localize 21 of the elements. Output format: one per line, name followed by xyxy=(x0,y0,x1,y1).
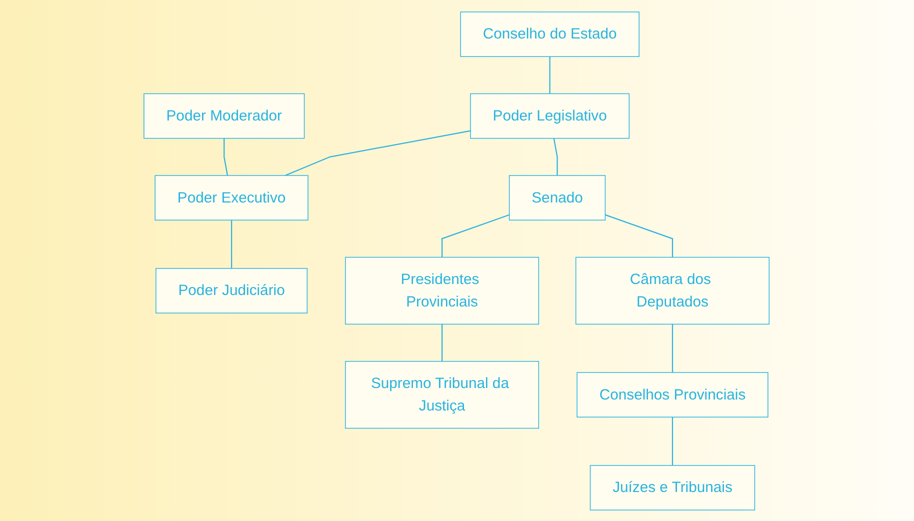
node-box: Conselhos Provinciais xyxy=(577,372,769,417)
node-box: Supremo Tribunal da Justiça xyxy=(345,360,540,428)
connector xyxy=(550,56,551,94)
connector xyxy=(672,324,674,372)
connector xyxy=(442,324,444,361)
connector xyxy=(442,214,510,257)
node-box: Presidentes Provinciais xyxy=(345,256,540,324)
connector xyxy=(605,214,674,257)
connector xyxy=(285,130,472,176)
connector xyxy=(554,138,558,175)
connector xyxy=(231,220,233,268)
node-box: Câmara dos Deputados xyxy=(576,256,770,324)
node-box: Poder Executivo xyxy=(155,174,309,220)
node-box: Poder Moderador xyxy=(144,92,306,138)
connector xyxy=(672,416,674,465)
node-box: Conselho do Estado xyxy=(460,11,640,56)
connector xyxy=(224,138,228,176)
node-box: Senado xyxy=(509,174,606,220)
node-box: Poder Legislativo xyxy=(470,92,630,138)
node-box: Poder Judiciário xyxy=(156,268,308,313)
node-box: Juízes e Tribunais xyxy=(590,464,756,510)
